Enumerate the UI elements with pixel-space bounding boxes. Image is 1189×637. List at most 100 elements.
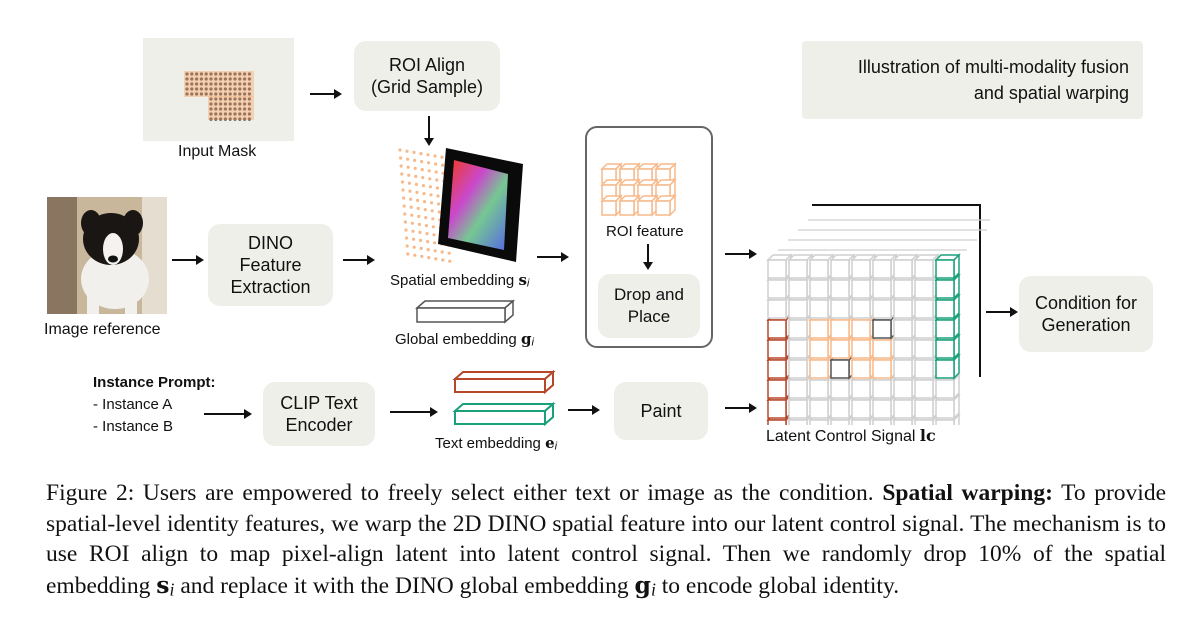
spatial-dot xyxy=(423,208,427,212)
drop-place-line2: Place xyxy=(627,307,671,326)
spatial-dot xyxy=(433,241,437,245)
input-mask-panel xyxy=(143,38,294,141)
spatial-dot xyxy=(437,202,441,206)
spatial-dot-grid xyxy=(398,148,452,263)
spatial-dot xyxy=(417,222,421,226)
text-embedding-bars xyxy=(452,370,556,427)
spatial-dot xyxy=(434,170,438,174)
spatial-dot xyxy=(424,216,428,220)
caption-s-subscript: i xyxy=(169,579,175,600)
clip-box: CLIP Text Encoder xyxy=(263,382,375,446)
spatial-dot xyxy=(426,153,430,157)
spatial-dot xyxy=(440,250,444,254)
caption-body3: and replace it with the DINO global embe… xyxy=(180,572,629,599)
spatial-dot xyxy=(434,162,438,166)
spatial-dot xyxy=(435,186,439,190)
arrow-text-to-paint xyxy=(568,405,600,415)
figure-diagram: Input Mask ROI Align (Grid Sample) Illus… xyxy=(44,38,1153,453)
arrow-dog-to-dino xyxy=(172,255,204,265)
spatial-dot xyxy=(416,198,420,202)
condition-box: Condition for Generation xyxy=(1019,276,1153,352)
spatial-dot xyxy=(426,248,430,252)
spatial-dot xyxy=(414,174,418,178)
spatial-dot xyxy=(416,206,420,210)
spatial-dot xyxy=(412,245,416,249)
spatial-dot xyxy=(420,254,424,258)
arrow-paint-to-latent xyxy=(725,403,757,413)
spatial-embedding-symbol: s xyxy=(518,271,527,289)
caption-body1: To provide spatial-level identity featur… xyxy=(46,480,1167,567)
spatial-dot xyxy=(427,161,431,165)
spatial-dot xyxy=(405,149,409,153)
arrow-spatial-to-roifeature xyxy=(537,252,569,262)
clip-line2: Encoder xyxy=(285,415,353,435)
illustration-note-line1: Illustration of multi-modality fusion xyxy=(857,57,1129,77)
roi-align-line2: (Grid Sample) xyxy=(370,77,484,97)
latent-control-cube xyxy=(766,204,990,425)
spatial-dot xyxy=(413,253,417,257)
global-embedding-label: Global embedding gi xyxy=(395,330,534,349)
spatial-dot xyxy=(427,169,431,173)
spatial-dot xyxy=(401,188,405,192)
caption-prefix: Figure 2: Users are empowered to freely … xyxy=(46,480,874,506)
spatial-dot xyxy=(409,205,413,209)
spatial-embedding-label: Spatial embedding si xyxy=(390,271,529,290)
spatial-dot xyxy=(434,257,438,261)
spatial-dot xyxy=(402,196,406,200)
spatial-embedding-graphic xyxy=(398,148,523,263)
caption-s-symbol: s xyxy=(156,570,170,599)
caption-g-subscript: i xyxy=(650,579,656,600)
roi-feature-label: ROI feature xyxy=(606,223,684,240)
dog-photo xyxy=(47,197,167,314)
spatial-dot xyxy=(417,214,421,218)
text-embedding-subscript: i xyxy=(554,440,558,453)
spatial-dot xyxy=(412,150,416,154)
spatial-dot xyxy=(437,210,441,214)
spatial-dot xyxy=(412,237,416,241)
spatial-dot xyxy=(419,246,423,250)
spatial-dot xyxy=(425,232,429,236)
spatial-dot xyxy=(427,256,431,260)
spatial-dot xyxy=(430,209,434,213)
dino-line1: DINO xyxy=(248,233,293,253)
caption-body4: to encode global identity. xyxy=(661,572,900,599)
spatial-dot xyxy=(407,181,411,185)
arrow-roi-down xyxy=(424,116,434,146)
text-embedding-label: Text embedding ei xyxy=(435,434,557,453)
condition-line1: Condition for xyxy=(1034,293,1138,313)
spatial-dot xyxy=(441,163,445,167)
spatial-dot xyxy=(448,259,452,263)
spatial-dot xyxy=(413,166,417,170)
spatial-dot xyxy=(408,189,412,193)
spatial-dot xyxy=(419,238,423,242)
arrow-clip-to-text xyxy=(390,407,438,417)
spatial-dot xyxy=(430,201,434,205)
dino-line3: Extraction xyxy=(230,277,311,297)
text-embedding-text: Text embedding xyxy=(435,435,541,452)
spatial-dot xyxy=(418,230,422,234)
roi-align-line1: ROI Align xyxy=(388,55,466,75)
roi-feature-cubes xyxy=(600,162,677,217)
spatial-dot xyxy=(441,258,445,262)
spatial-dot xyxy=(406,165,410,169)
spatial-dot xyxy=(422,192,426,196)
figure-caption: Figure 2: Users are empowered to freely … xyxy=(46,478,1166,605)
spatial-dot xyxy=(402,204,406,208)
spatial-dot xyxy=(399,164,403,168)
spatial-dot xyxy=(399,156,403,160)
spatial-dot xyxy=(431,225,435,229)
spatial-dot xyxy=(404,228,408,232)
paint-box: Paint xyxy=(614,382,708,440)
spatial-dot xyxy=(400,180,404,184)
latent-control-symbol: lc xyxy=(919,426,936,445)
spatial-dot xyxy=(414,182,418,186)
spatial-dot xyxy=(410,221,414,225)
paint-label: Paint xyxy=(640,401,682,421)
spatial-dot xyxy=(428,185,432,189)
spatial-dot xyxy=(421,184,425,188)
caption-g-symbol: g xyxy=(634,570,651,599)
drop-place-box: Drop and Place xyxy=(598,274,700,338)
spatial-dot xyxy=(398,148,402,152)
spatial-dot xyxy=(413,158,417,162)
dino-line2: Feature xyxy=(239,255,302,275)
